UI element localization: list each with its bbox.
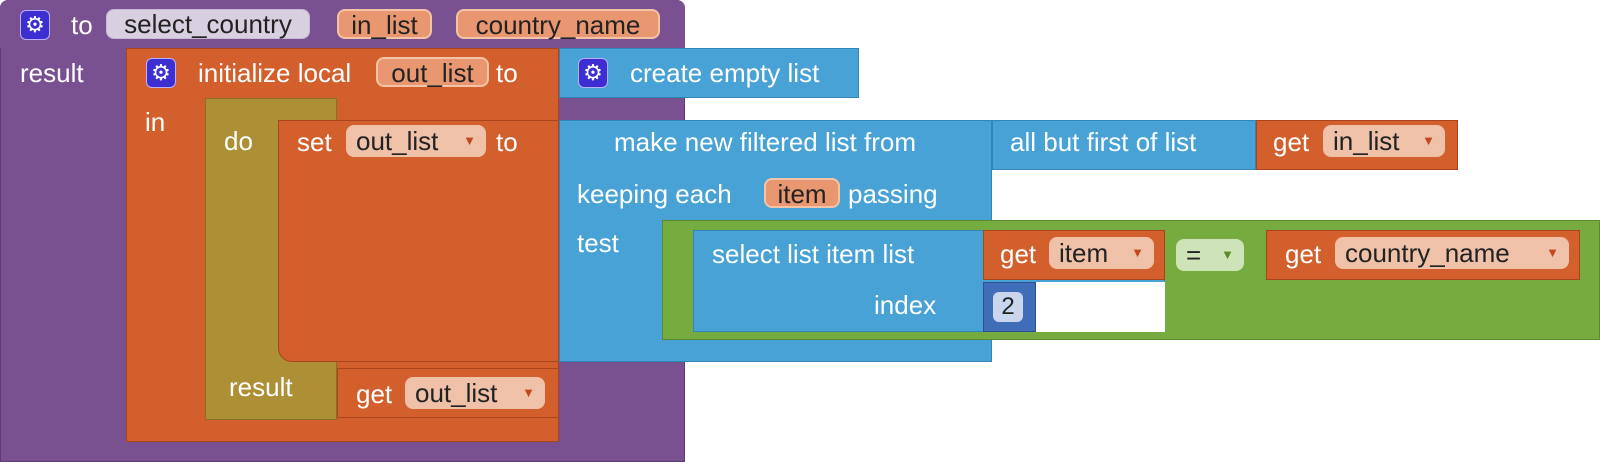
- get-item-dropdown[interactable]: item▼: [1049, 237, 1154, 269]
- gear-icon[interactable]: ⚙: [20, 10, 50, 40]
- get-label: get: [356, 379, 393, 409]
- set-to-label: to: [496, 127, 518, 157]
- get-label: get: [1273, 127, 1310, 157]
- dropdown-arrow-icon: ▼: [522, 385, 535, 400]
- dropdown-arrow-icon: ▼: [1131, 245, 1144, 260]
- set-variable-dropdown[interactable]: out_list▼: [346, 125, 486, 157]
- set-label: set: [297, 127, 332, 157]
- procedure-name-field[interactable]: select_country: [106, 9, 310, 39]
- local-var-name-field[interactable]: out_list: [376, 57, 489, 87]
- get-label: get: [1285, 239, 1322, 269]
- dropdown-arrow-icon: ▼: [463, 133, 476, 148]
- item-var-field[interactable]: item: [764, 178, 840, 208]
- init-local-label: initialize local: [198, 58, 352, 88]
- dropdown-arrow-icon: ▼: [1221, 247, 1234, 262]
- get-label: get: [1000, 239, 1037, 269]
- dropdown-arrow-icon: ▼: [1422, 133, 1435, 148]
- param-in-list[interactable]: in_list: [337, 9, 432, 39]
- socket-area: [1036, 282, 1165, 332]
- test-label: test: [577, 228, 619, 258]
- procedure-result-label: result: [20, 58, 84, 88]
- do-label: do: [224, 126, 253, 156]
- all-but-first-label: all but first of list: [1010, 127, 1197, 157]
- init-local-to-label: to: [496, 58, 518, 88]
- do-result-label: result: [229, 372, 293, 402]
- passing-label: passing: [848, 179, 938, 209]
- gear-icon[interactable]: ⚙: [578, 58, 608, 88]
- init-local-in-label: in: [145, 107, 166, 137]
- gear-icon[interactable]: ⚙: [146, 58, 176, 88]
- select-list-item-label: select list item list: [712, 239, 915, 269]
- index-number-field[interactable]: 2: [993, 292, 1023, 322]
- procedure-keyword: to: [71, 10, 93, 40]
- create-empty-list-label: create empty list: [630, 58, 820, 88]
- set-variable-block[interactable]: [278, 120, 559, 362]
- dropdown-arrow-icon: ▼: [1546, 245, 1559, 260]
- all-but-first-block[interactable]: [992, 120, 1256, 170]
- get-out-list-dropdown[interactable]: out_list▼: [405, 377, 545, 409]
- filtered-list-label: make new filtered list from: [614, 127, 916, 157]
- create-empty-list-block[interactable]: [559, 48, 859, 98]
- get-in-list-dropdown[interactable]: in_list▼: [1323, 125, 1445, 157]
- compare-operator-dropdown[interactable]: =▼: [1176, 239, 1244, 271]
- param-country-name[interactable]: country_name: [456, 9, 660, 39]
- get-country-name-dropdown[interactable]: country_name▼: [1335, 237, 1569, 269]
- keeping-each-label: keeping each: [577, 179, 732, 209]
- index-label: index: [874, 290, 937, 320]
